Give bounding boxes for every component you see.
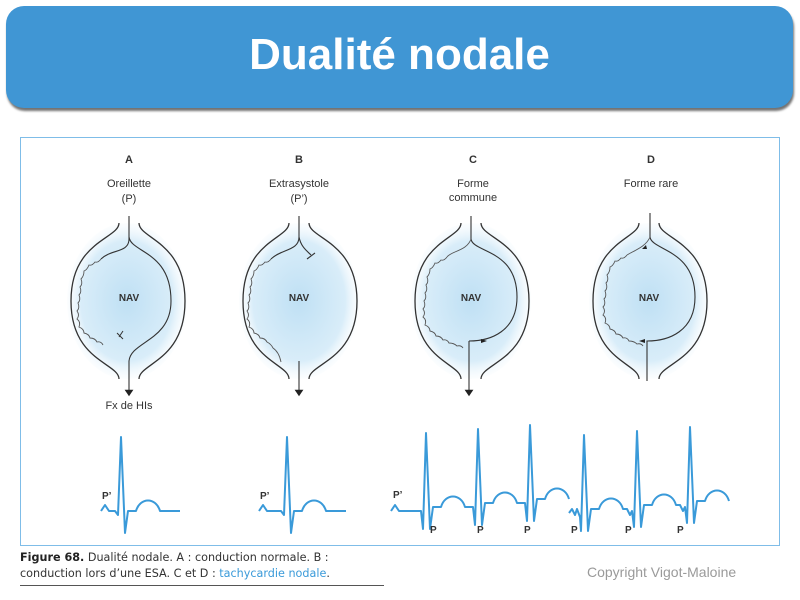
ecg-label: P’ (260, 491, 270, 502)
panel-letter: C (469, 154, 477, 166)
caption-link[interactable]: tachycardie nodale (219, 567, 327, 580)
nav-label: NAV (639, 293, 660, 304)
figure-caption: Figure 68. Dualité nodale. A : conductio… (20, 550, 385, 582)
caption-text: Dualité nodale. A : conduction normale. … (20, 551, 329, 580)
p-wave-label: P (625, 525, 632, 536)
his-bundle-label: Fx de HIs (105, 400, 153, 412)
p-wave-label: P (571, 525, 578, 536)
figure-panel: A Oreillette (P) NAV Fx de HIs P’ B Extr… (20, 137, 780, 546)
ecg-trace-a (100, 436, 180, 534)
caption-divider (20, 585, 384, 586)
nav-node-shading (239, 223, 359, 379)
ecg-label: P’ (393, 490, 403, 501)
nav-label: NAV (119, 293, 140, 304)
ecg-label: P’ (102, 491, 112, 502)
panel-subtitle-2: (P) (122, 193, 137, 205)
p-wave-label: P (430, 525, 437, 536)
caption-end: . (326, 567, 330, 580)
title-banner: Dualité nodale (6, 6, 793, 108)
panel-subtitle: Extrasystole (269, 178, 329, 190)
nav-label: NAV (461, 293, 482, 304)
panel-b: B Extrasystole (P’) NAV P’ (239, 154, 359, 534)
panel-letter: D (647, 154, 655, 166)
panel-subtitle: Oreillette (107, 178, 151, 190)
figure-number: Figure 68. (20, 551, 85, 564)
p-wave-label: P (524, 525, 531, 536)
panel-subtitle-2: (P’) (290, 193, 307, 205)
nav-node-shading (589, 223, 709, 379)
copyright-notice: Copyright Vigot-Maloine (587, 564, 737, 580)
panel-d: D Forme rare NAV P P P (568, 154, 730, 536)
panel-letter: A (125, 154, 133, 166)
ecg-trace-c (390, 424, 570, 530)
page-title: Dualité nodale (249, 30, 550, 79)
ecg-trace-d (568, 426, 730, 532)
panel-subtitle: Forme rare (624, 178, 678, 190)
panel-letter: B (295, 154, 303, 166)
panel-a: A Oreillette (P) NAV Fx de HIs P’ (67, 154, 187, 534)
nav-label: NAV (289, 293, 310, 304)
p-wave-label: P (677, 525, 684, 536)
ecg-trace-b (258, 436, 346, 534)
panel-subtitle-2: commune (449, 192, 497, 204)
nav-node-shading (411, 223, 531, 379)
p-wave-label: P (477, 525, 484, 536)
panel-subtitle: Forme (457, 178, 489, 190)
panel-c: C Forme commune NAV P’ P P P (390, 154, 570, 536)
